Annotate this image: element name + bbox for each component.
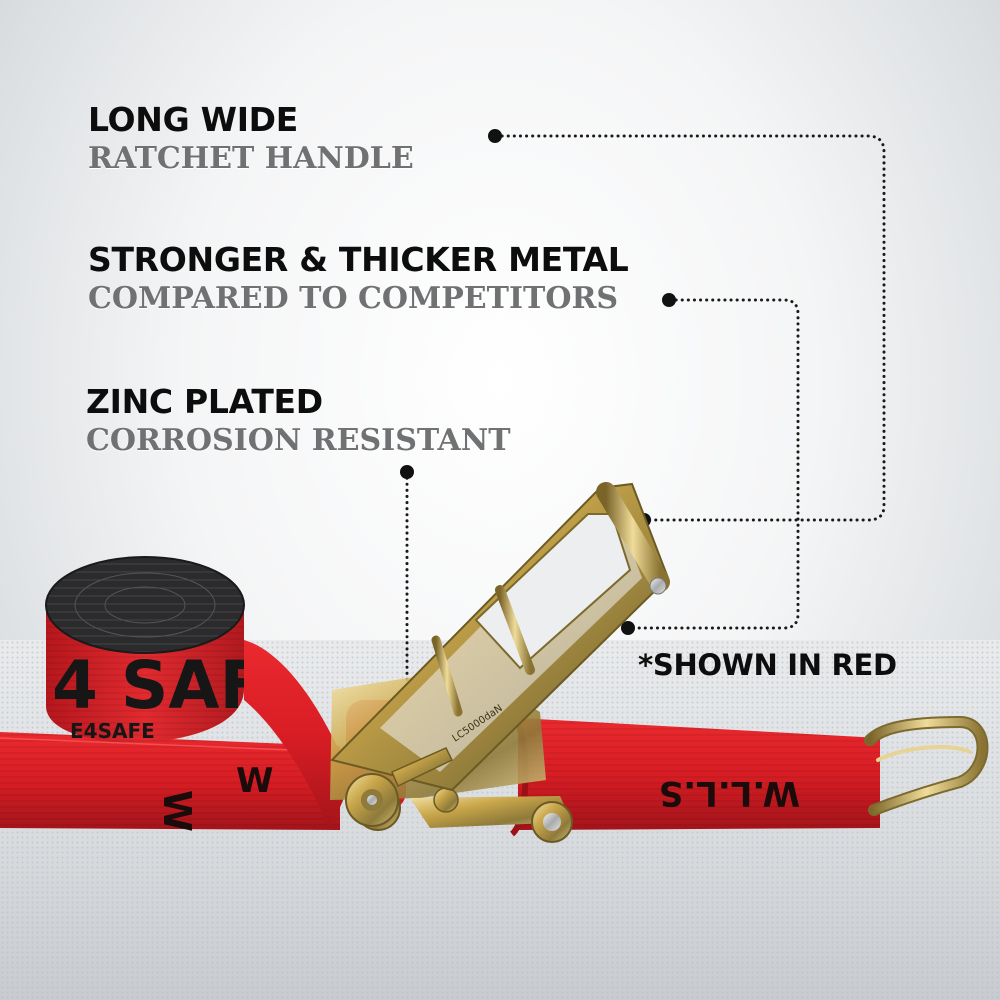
color-note: *SHOWN IN RED <box>638 648 897 682</box>
leader-line-metal <box>626 298 800 630</box>
callout-leaders <box>405 134 886 750</box>
red-strap-right: W.L.L.S <box>509 711 880 837</box>
feature-subheading: RATCHET HANDLE <box>88 141 414 176</box>
feature-heading: STRONGER & THICKER METAL <box>88 240 629 279</box>
roll-brand-text: 4 SAF <box>52 647 265 724</box>
feature-subheading: COMPARED TO COMPETITORS <box>88 281 619 316</box>
wire-hook <box>864 715 989 816</box>
feature-caption-zinc: ZINC PLATED CORROSION RESISTANT <box>86 382 511 460</box>
strap-marking-right: W.L.L.S <box>659 773 800 813</box>
ratchet-gear <box>345 773 399 827</box>
roll-brand-small: E4SAFE <box>70 719 155 743</box>
leader-dot-metal <box>662 293 676 307</box>
strap-marking-w: W <box>236 761 274 801</box>
feature-caption-handle: LONG WIDE RATCHET HANDLE <box>88 100 414 178</box>
leader-line-handle <box>494 134 886 522</box>
strap-roll: 4 SAF E4SAFE <box>45 556 265 743</box>
leader-dot-zinc <box>400 465 414 479</box>
leader-dot-metal-end <box>621 621 635 635</box>
red-strap-left: W W <box>0 732 341 832</box>
feature-subheading: CORROSION RESISTANT <box>86 423 511 458</box>
strap-marking-left: W <box>155 790 199 832</box>
feature-heading: ZINC PLATED <box>86 382 323 421</box>
feature-caption-metal: STRONGER & THICKER METAL COMPARED TO COM… <box>88 240 629 318</box>
feature-heading: LONG WIDE <box>88 100 299 139</box>
leader-dot-handle <box>488 129 502 143</box>
ratchet-handle: LC5000daN <box>330 482 670 792</box>
